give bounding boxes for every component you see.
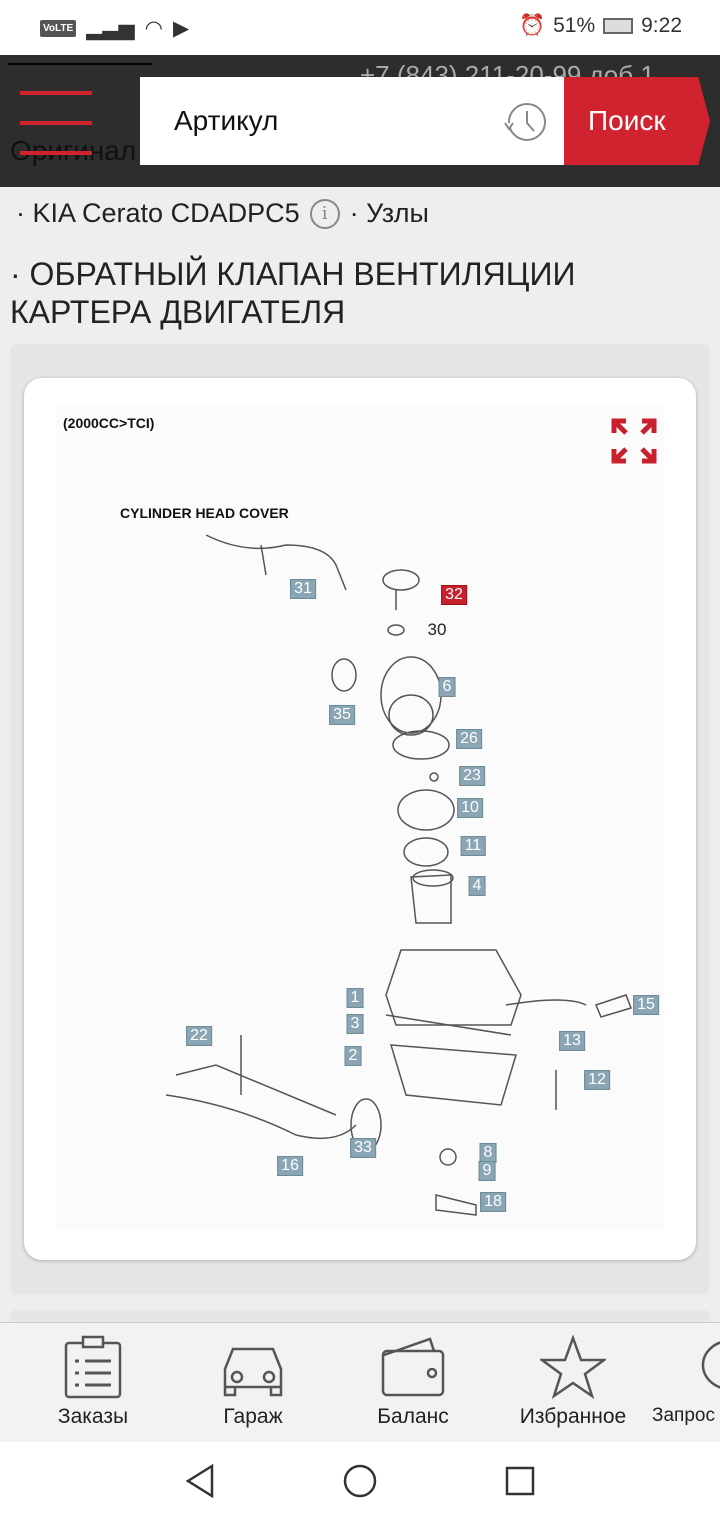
diagram-label: CYLINDER HEAD COVER xyxy=(120,505,289,521)
callout-18[interactable]: 18 xyxy=(480,1192,506,1212)
callout-35[interactable]: 35 xyxy=(329,705,355,725)
callout-13[interactable]: 13 xyxy=(559,1031,585,1051)
parts-drawing xyxy=(165,534,632,1216)
chat-icon xyxy=(701,1341,720,1389)
nav-favorites[interactable]: Избранное xyxy=(498,1335,648,1429)
callout-26[interactable]: 26 xyxy=(456,729,482,749)
callout-33[interactable]: 33 xyxy=(350,1138,376,1158)
bottom-nav: Заказы Гараж Баланс Избранное Запрос xyxy=(0,1322,720,1442)
info-icon[interactable]: i xyxy=(309,198,340,229)
car-icon xyxy=(223,1347,283,1397)
system-nav-bar xyxy=(0,1442,720,1520)
callout-23[interactable]: 23 xyxy=(459,766,485,786)
nav-label: Избранное xyxy=(519,1405,627,1428)
callout-22[interactable]: 22 xyxy=(186,1026,212,1046)
search-button[interactable]: Поиск xyxy=(564,77,710,165)
volte-icon: VoLTE xyxy=(40,20,77,37)
expand-icon[interactable] xyxy=(610,417,658,465)
callout-1[interactable]: 1 xyxy=(346,988,364,1008)
history-icon[interactable] xyxy=(502,99,548,145)
callout-30[interactable]: 30 xyxy=(427,620,447,639)
search-placeholder: Артикул xyxy=(174,105,279,136)
wallet-icon xyxy=(381,1337,445,1397)
nav-request[interactable]: Запрос xyxy=(652,1335,720,1427)
battery-icon xyxy=(603,18,634,34)
status-bar: VoLTE ▂▃▅ ◠ ▶ ⏰ 51% 9:22 xyxy=(0,0,720,55)
breadcrumb: · KIA Cerato CDADPC5 i · Узлы xyxy=(16,198,429,229)
header-subtitle: Оригинал xyxy=(10,135,136,167)
search-input[interactable]: Артикул xyxy=(140,77,564,165)
back-icon[interactable] xyxy=(184,1464,216,1498)
divider xyxy=(8,63,152,65)
callout-6[interactable]: 6 xyxy=(438,677,456,697)
breadcrumb-nodes[interactable]: · Узлы xyxy=(349,198,429,228)
recents-icon[interactable] xyxy=(505,1466,535,1496)
diagram-variant: (2000CC>TCI) xyxy=(63,415,155,431)
nav-label: Запрос xyxy=(652,1405,715,1426)
callout-31[interactable]: 31 xyxy=(290,579,316,599)
clock: 9:22 xyxy=(641,14,682,37)
callout-9[interactable]: 9 xyxy=(478,1161,496,1181)
callout-4[interactable]: 4 xyxy=(468,876,486,896)
breadcrumb-model[interactable]: · KIA Cerato CDADPC5 xyxy=(16,198,300,228)
nav-label: Гараж xyxy=(223,1405,283,1428)
callout-2[interactable]: 2 xyxy=(344,1046,362,1066)
callout-10[interactable]: 10 xyxy=(457,798,483,818)
callout-12[interactable]: 12 xyxy=(584,1070,610,1090)
callout-3[interactable]: 3 xyxy=(346,1014,364,1034)
battery-percent: 51% xyxy=(553,14,596,37)
wifi-icon: ◠ xyxy=(144,17,163,40)
callout-11[interactable]: 11 xyxy=(460,836,486,856)
nav-garage[interactable]: Гараж xyxy=(178,1335,328,1429)
nav-balance[interactable]: Баланс xyxy=(338,1335,488,1429)
nav-label: Заказы xyxy=(57,1405,129,1428)
nav-orders[interactable]: Заказы xyxy=(18,1335,168,1429)
menu-button[interactable] xyxy=(20,91,92,155)
nav-label: Баланс xyxy=(377,1405,449,1428)
callout-8[interactable]: 8 xyxy=(479,1143,497,1163)
home-icon[interactable] xyxy=(343,1464,377,1498)
page-title: · ОБРАТНЫЙ КЛАПАН ВЕНТИЛЯЦИИ КАРТЕРА ДВИ… xyxy=(10,256,576,330)
callout-32[interactable]: 32 xyxy=(441,585,467,605)
callout-15[interactable]: 15 xyxy=(633,995,659,1015)
youtube-icon: ▶ xyxy=(172,17,190,40)
alarm-icon: ⏰ xyxy=(518,14,546,37)
callout-16[interactable]: 16 xyxy=(277,1156,303,1176)
star-icon xyxy=(540,1335,606,1399)
signal-icon: ▂▃▅ xyxy=(86,17,135,40)
orders-icon xyxy=(64,1335,122,1399)
site-header: +7 (843) 211-20-99 доб.1 Оригинал Артику… xyxy=(0,55,720,187)
